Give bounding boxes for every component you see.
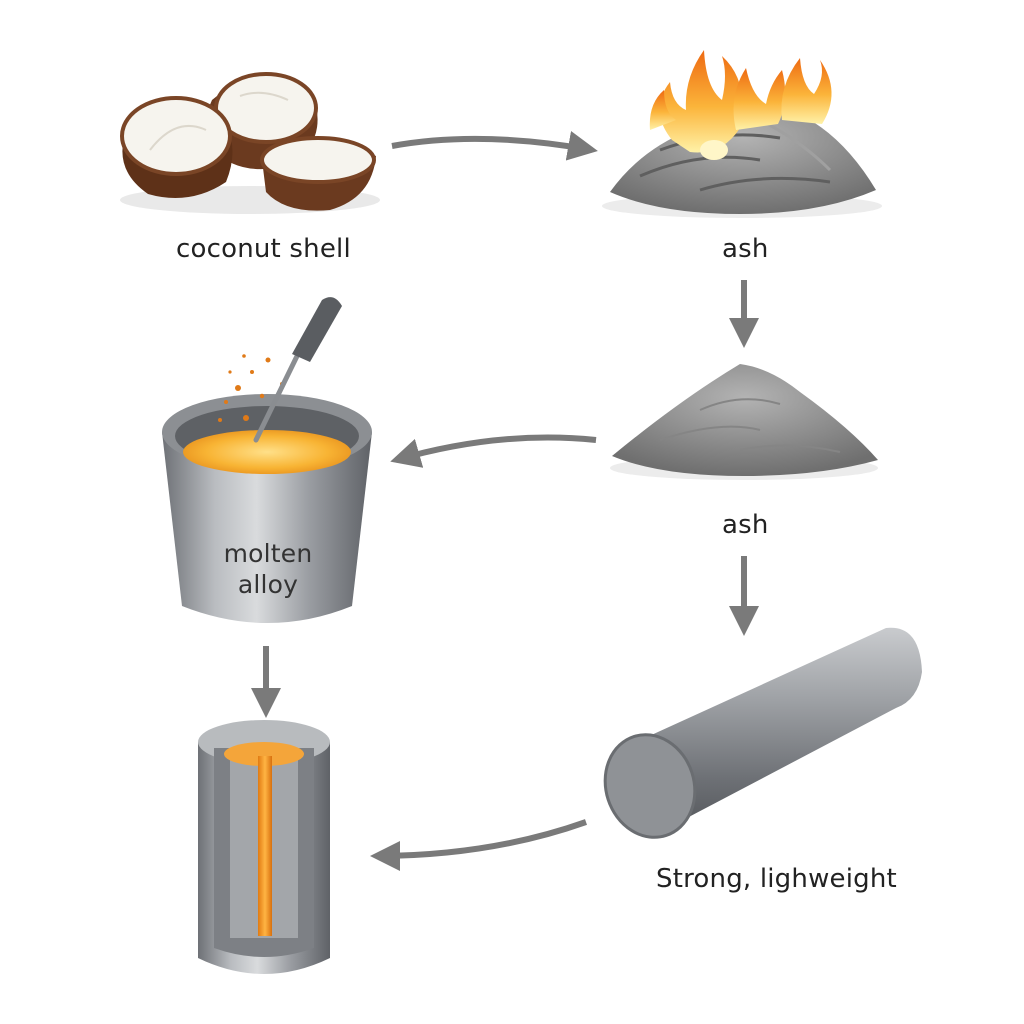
arrow-rod-to-mold (370, 819, 588, 871)
label-rod: Strong, lighweight (656, 864, 897, 894)
arrow-ashpile-to-crucible (390, 434, 597, 468)
coconut-shell-illustration (120, 72, 380, 214)
flame-icon (649, 50, 832, 160)
flow-arrows (251, 131, 759, 871)
burning-ash-illustration (602, 50, 882, 218)
label-ash-burning: ash (722, 234, 769, 264)
ash-pile-illustration (610, 364, 878, 480)
arrow-coconut-to-ash (391, 131, 598, 161)
coconut-half-right (260, 136, 376, 211)
crucible-illustration (162, 297, 372, 623)
stirring-rod-icon (253, 297, 342, 443)
mold-illustration (198, 720, 330, 974)
coconut-half-left (120, 96, 233, 198)
label-molten-alloy: molten alloy (223, 539, 313, 599)
label-ash-pile: ash (722, 510, 769, 540)
metal-rod-illustration (603, 627, 922, 839)
label-coconut-shell: coconut shell (176, 234, 351, 264)
